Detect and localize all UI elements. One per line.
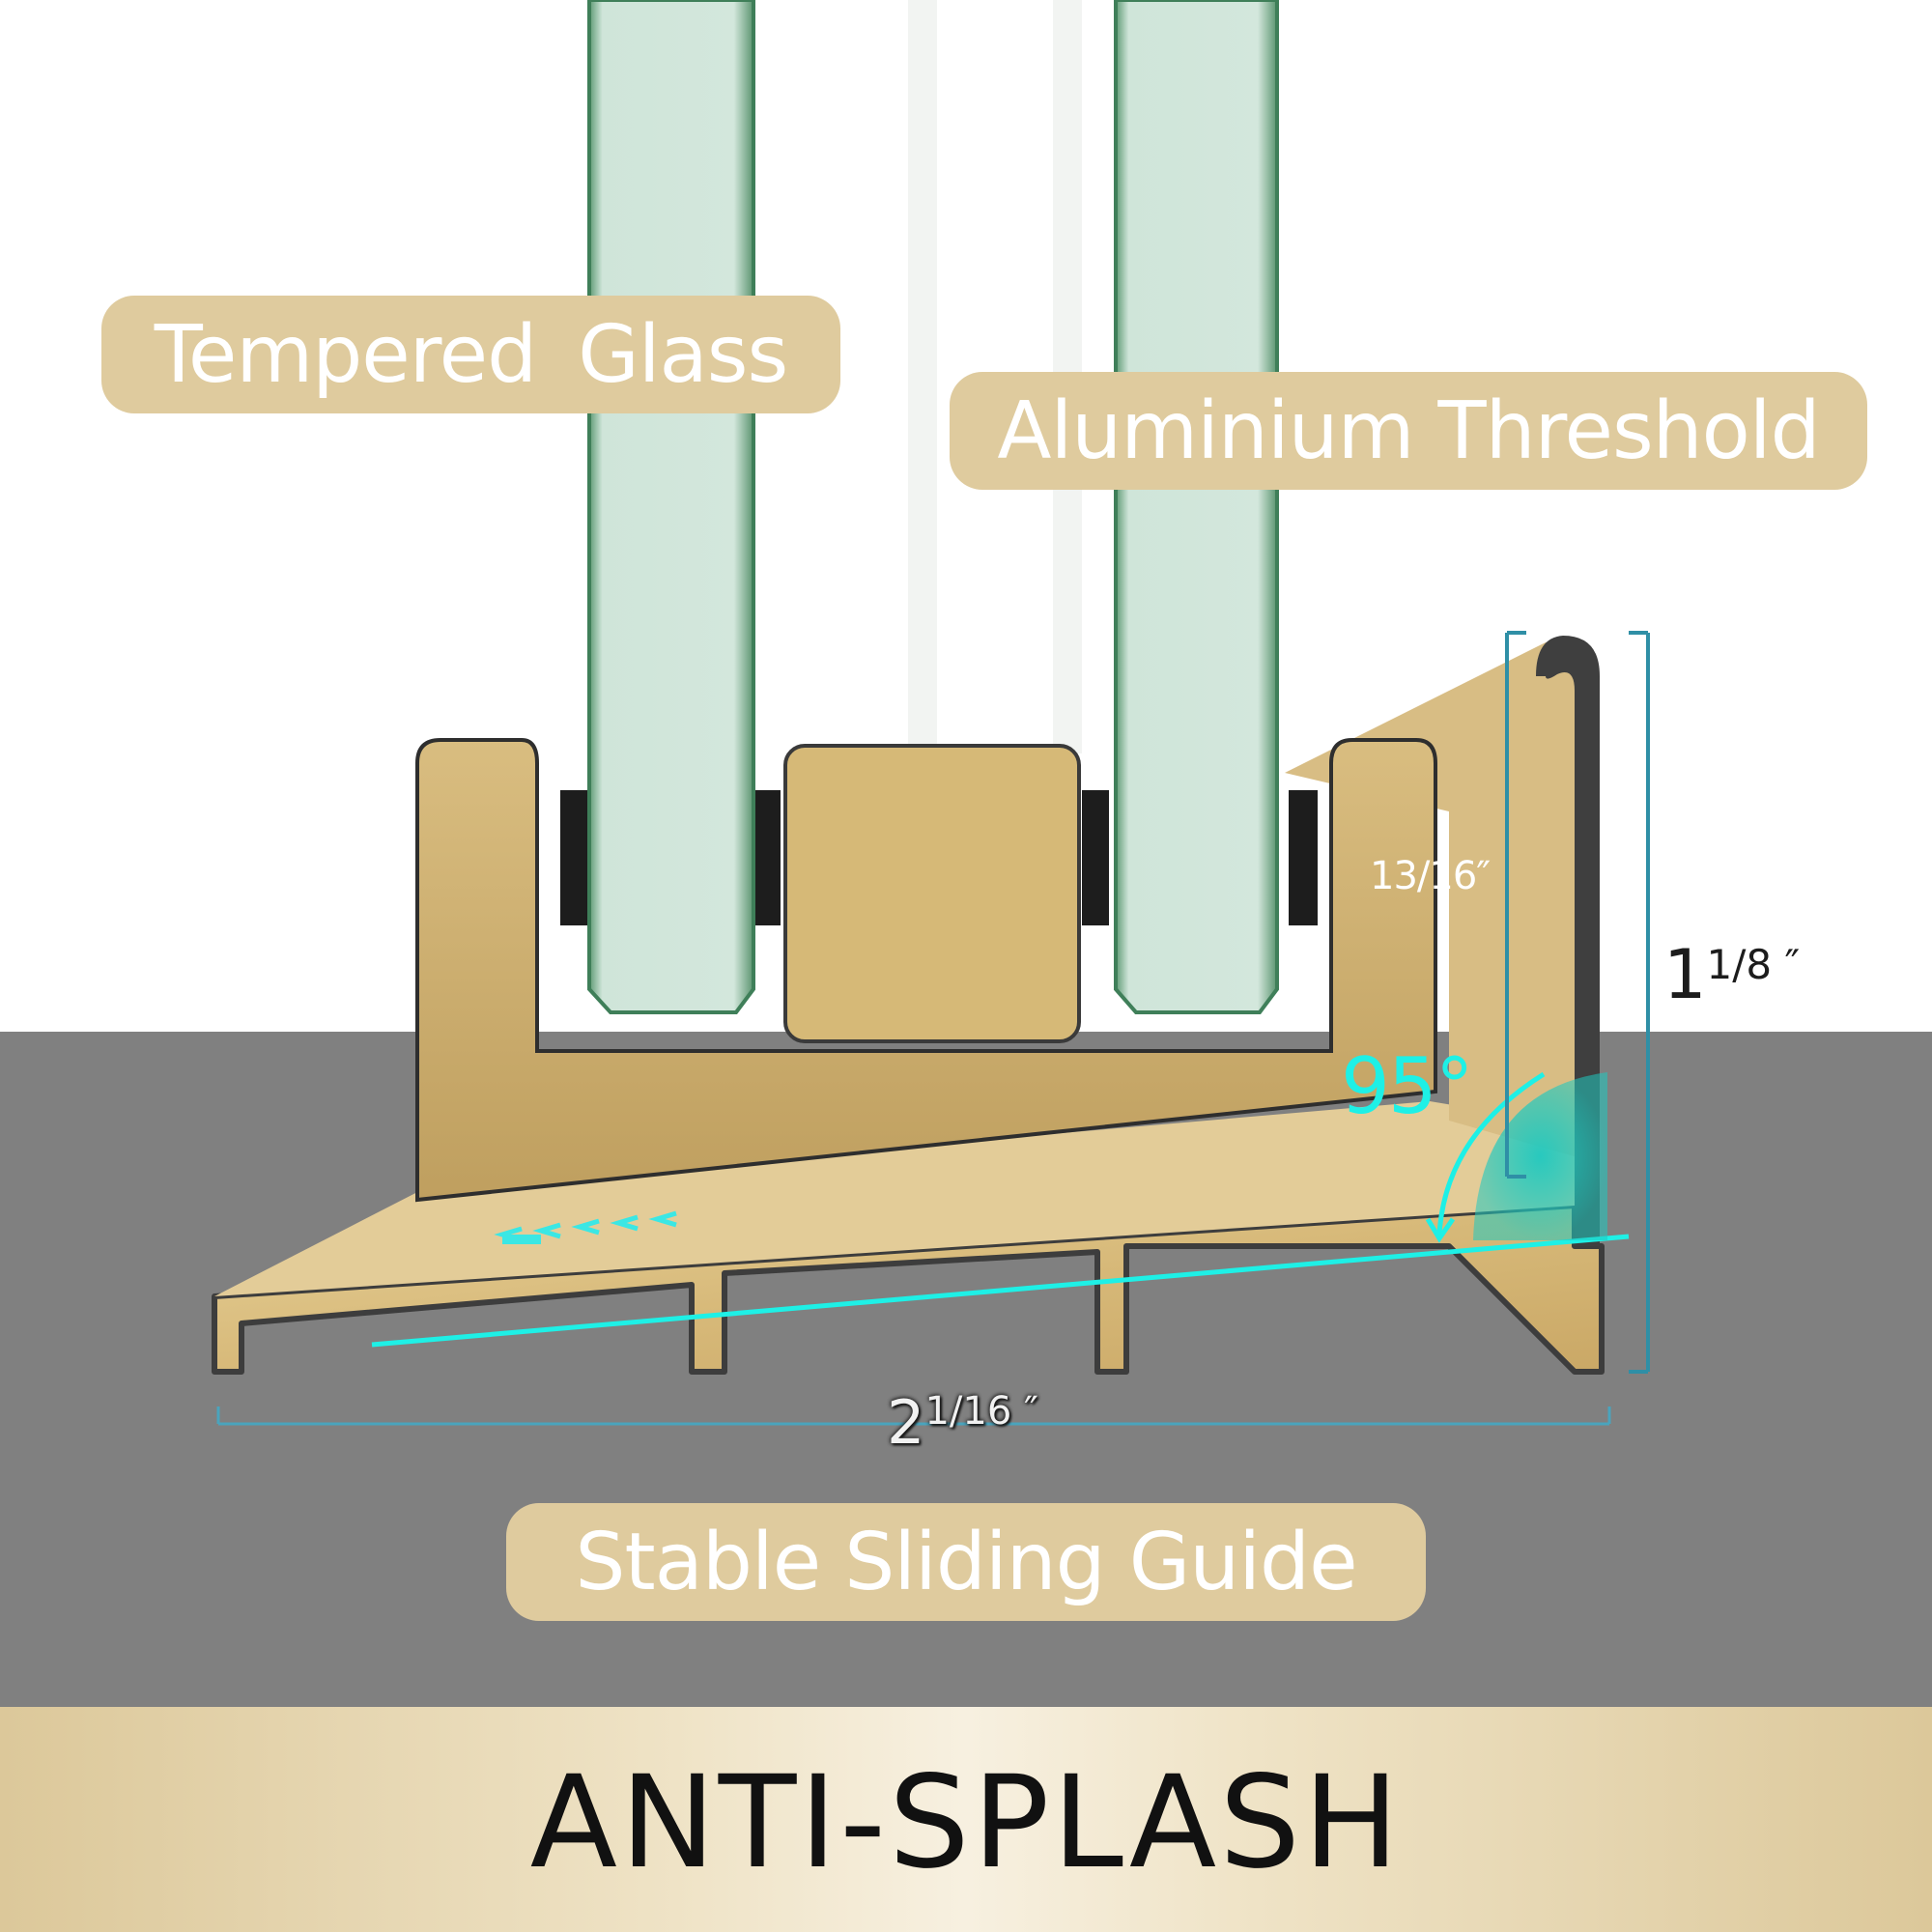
inner-height-dimension: 13/16″ (1370, 854, 1491, 898)
width-whole: 2 (887, 1387, 925, 1458)
tempered-glass-panel-left (587, 0, 755, 1014)
threshold-base (212, 1203, 1605, 1375)
aluminium-threshold-label: Aluminium Threshold (950, 372, 1867, 490)
angle-arc (1436, 1071, 1546, 1236)
threshold-base-top (214, 1101, 1575, 1296)
total-height-whole: 1 (1663, 935, 1707, 1014)
gasket (560, 790, 589, 925)
angle-indicator (1473, 1072, 1607, 1240)
u-channel (415, 738, 1437, 1203)
stable-sliding-guide-label: Stable Sliding Guide (506, 1503, 1426, 1621)
total-height-dimension: 11/8 ″ (1663, 935, 1800, 1014)
water-flow-arrows (494, 1210, 677, 1244)
angle-arrowhead (1425, 1217, 1456, 1243)
width-fraction: 1/16 ″ (924, 1389, 1038, 1434)
gasket (753, 790, 781, 925)
total-height-fraction: 1/8 ″ (1706, 941, 1801, 988)
width-dimension: 21/16 ″ (887, 1387, 1038, 1458)
anti-splash-banner: ANTI-SPLASH (0, 1707, 1932, 1932)
background-strip (908, 0, 937, 753)
angle-dimension: 95° (1341, 1041, 1474, 1131)
slope-line (371, 1234, 1630, 1348)
gasket (1082, 790, 1109, 925)
banner-title: ANTI-SPLASH (529, 1747, 1403, 1897)
gasket (1289, 790, 1318, 925)
tempered-glass-panel-right (1114, 0, 1279, 1014)
tempered-glass-label: Tempered Glass (101, 296, 840, 413)
center-block (783, 744, 1081, 1043)
